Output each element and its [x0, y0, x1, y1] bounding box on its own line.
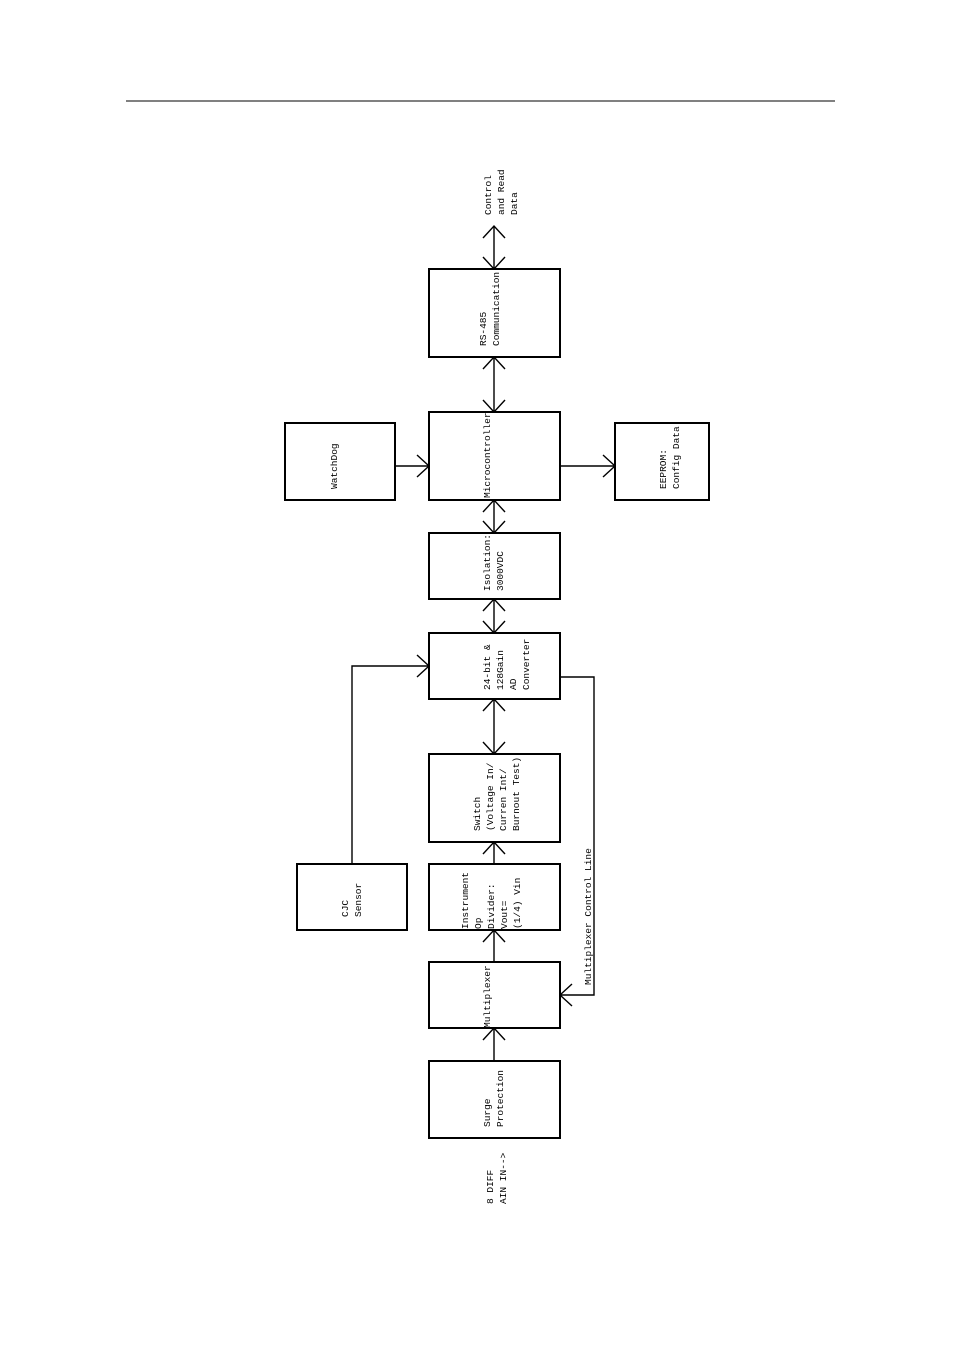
multiplexer-block: Multiplexer	[428, 961, 561, 1029]
op-divider-label: Instrument Op Divider: Vout= (1/4) Vin	[460, 866, 523, 929]
watchdog-label: WatchDog	[329, 443, 340, 489]
arrow-rs485-micro	[482, 355, 506, 414]
surge-protection-label: Surge Protection	[482, 1070, 506, 1127]
eeprom-block: EEPROM: Config Data	[614, 422, 710, 501]
mux-control-line-label: Multiplexer Control Line	[583, 848, 594, 985]
cjc-sensor-label: CJC Sensor	[340, 883, 364, 917]
microcontroller-block: Microcontroller	[428, 411, 561, 501]
arrow-micro-eeprom	[560, 454, 617, 478]
multiplexer-label: Multiplexer	[482, 965, 493, 1028]
adc-label: 24-bit & 128Gain AD Converter	[482, 639, 532, 690]
isolation-label: Isolation: 3000VDC	[482, 528, 506, 591]
arrow-mux-opdiv	[482, 928, 506, 962]
arrow-watchdog-micro	[395, 454, 431, 478]
arrow-micro-isolation	[482, 498, 506, 535]
isolation-block: Isolation: 3000VDC	[428, 528, 561, 600]
adc-block: 24-bit & 128Gain AD Converter	[428, 632, 561, 700]
switch-label: Switch (Voltage In/ Curren Int/ Burnout …	[472, 757, 522, 831]
arrow-adc-switch	[482, 697, 506, 756]
arrow-opdiv-switch	[482, 840, 506, 864]
arrow-isolation-adc	[482, 597, 506, 635]
eeprom-label: EEPROM: Config Data	[658, 426, 682, 489]
control-read-data-label: Control and Read Data	[483, 164, 520, 215]
arrow-surge-mux	[482, 1026, 506, 1061]
arrow-cjc-adc	[351, 654, 431, 864]
rs485-block: RS-485 Communication	[428, 268, 561, 358]
input-label: 8 DIFF AIN IN-->	[485, 1152, 509, 1204]
surge-protection-block: Surge Protection	[428, 1060, 561, 1139]
switch-block: Switch (Voltage In/ Curren Int/ Burnout …	[428, 753, 561, 843]
arrow-mux-control-line	[558, 676, 595, 1007]
microcontroller-label: Microcontroller	[482, 412, 493, 498]
arrow-control-rs485	[482, 224, 506, 271]
watchdog-block: WatchDog	[284, 422, 396, 501]
op-divider-block: Instrument Op Divider: Vout= (1/4) Vin	[428, 863, 561, 931]
rs485-label: RS-485 Communication	[478, 272, 502, 346]
cjc-sensor-block: CJC Sensor	[296, 863, 408, 931]
